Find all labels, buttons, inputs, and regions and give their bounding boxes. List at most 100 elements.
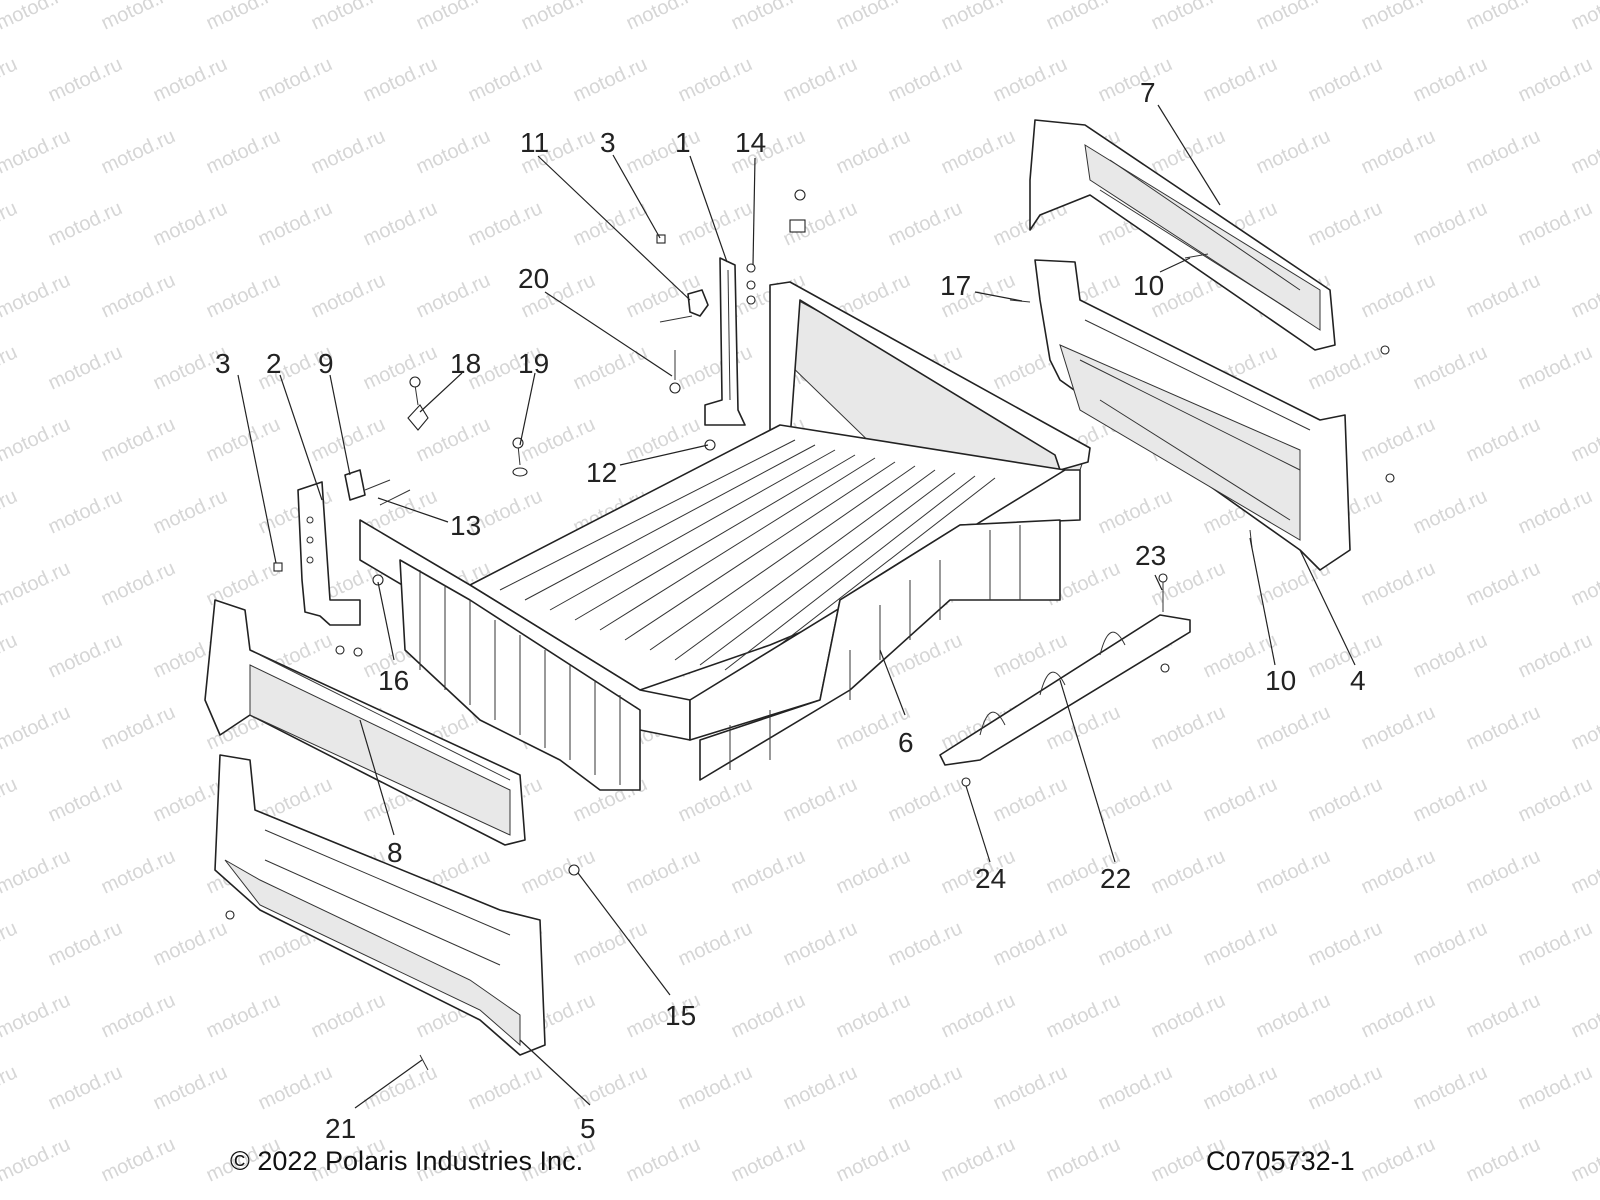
bracket-part-2 — [297, 481, 361, 626]
watermark-text: motod.ru — [413, 125, 494, 178]
watermark-text: motod.ru — [1358, 1133, 1439, 1186]
watermark-text: motod.ru — [150, 485, 231, 538]
watermark-text: motod.ru — [990, 1061, 1071, 1114]
watermark-text: motod.ru — [45, 485, 126, 538]
watermark-text: motod.ru — [570, 53, 651, 106]
watermark-text: motod.ru — [675, 341, 756, 394]
watermark-text: motod.ru — [98, 701, 179, 754]
watermark-text: motod.ru — [1515, 485, 1596, 538]
watermark-text: motod.ru — [150, 53, 231, 106]
callout-7: 7 — [1140, 77, 1156, 108]
watermark-text: motod.ru — [0, 989, 74, 1042]
watermark-text: motod.ru — [1410, 53, 1491, 106]
callout-17: 17 — [940, 270, 971, 301]
watermark-text: motod.ru — [1253, 845, 1334, 898]
watermark-text: motod.ru — [885, 1061, 966, 1114]
watermark-text: motod.ru — [255, 1061, 336, 1114]
watermark-text: motod.ru — [0, 845, 74, 898]
watermark-text: motod.ru — [98, 557, 179, 610]
watermark-text: motod.ru — [1358, 125, 1439, 178]
watermark-text: motod.ru — [1568, 845, 1600, 898]
watermark-text: motod.ru — [1568, 269, 1600, 322]
watermark-text: motod.ru — [360, 341, 441, 394]
watermark-text: motod.ru — [623, 845, 704, 898]
watermark-text: motod.ru — [0, 917, 21, 970]
callout-2: 2 — [266, 348, 282, 379]
watermark-text: motod.ru — [203, 0, 284, 35]
watermark-text: motod.ru — [45, 773, 126, 826]
watermark-text: motod.ru — [1463, 701, 1544, 754]
watermark-text: motod.ru — [623, 0, 704, 35]
watermark-text: motod.ru — [780, 1061, 861, 1114]
copyright-notice: © 2022 Polaris Industries Inc. — [230, 1146, 584, 1176]
watermark-text: motod.ru — [990, 53, 1071, 106]
watermark-text: motod.ru — [1463, 413, 1544, 466]
rail-part-22 — [939, 614, 1191, 766]
watermark-text: motod.ru — [675, 197, 756, 250]
watermark-text: motod.ru — [623, 1133, 704, 1186]
watermark-text: motod.ru — [0, 197, 21, 250]
watermark-text: motod.ru — [98, 845, 179, 898]
watermark-text: motod.ru — [728, 989, 809, 1042]
callout-23: 23 — [1135, 540, 1166, 571]
watermark-text: motod.ru — [150, 917, 231, 970]
watermark-text: motod.ru — [1043, 1133, 1124, 1186]
panel-part-8 — [204, 599, 526, 846]
watermark-text: motod.ru — [570, 917, 651, 970]
watermark-text: motod.ru — [45, 341, 126, 394]
watermark-text: motod.ru — [780, 773, 861, 826]
watermark-text: motod.ru — [1148, 0, 1229, 35]
watermark-text: motod.ru — [308, 125, 389, 178]
watermark-text: motod.ru — [465, 197, 546, 250]
watermark-text: motod.ru — [1200, 53, 1281, 106]
watermark-text: motod.ru — [1515, 53, 1596, 106]
watermark-text: motod.ru — [1358, 413, 1439, 466]
watermark-text: motod.ru — [0, 557, 74, 610]
watermark-text: motod.ru — [833, 989, 914, 1042]
watermark-text: motod.ru — [1410, 485, 1491, 538]
callout-15: 15 — [665, 1000, 696, 1031]
figure-code: C0705732-1 — [1206, 1146, 1355, 1176]
watermark-text: motod.ru — [1305, 917, 1386, 970]
watermark-text: motod.ru — [255, 53, 336, 106]
watermark-text: motod.ru — [1043, 0, 1124, 35]
watermark-text: motod.ru — [780, 53, 861, 106]
callout-5: 5 — [580, 1113, 596, 1144]
watermark-text: motod.ru — [1568, 413, 1600, 466]
watermark-text: motod.ru — [675, 53, 756, 106]
watermark-text: motod.ru — [1358, 701, 1439, 754]
watermark-text: motod.ru — [0, 269, 74, 322]
callout-14: 14 — [735, 127, 766, 158]
watermark-text: motod.ru — [98, 0, 179, 35]
watermark-text: motod.ru — [1568, 0, 1600, 35]
watermark-text: motod.ru — [150, 197, 231, 250]
callout-13: 13 — [450, 510, 481, 541]
watermark-text: motod.ru — [0, 341, 21, 394]
watermark-text: motod.ru — [1095, 917, 1176, 970]
watermark-text: motod.ru — [518, 0, 599, 35]
watermark-text: motod.ru — [203, 413, 284, 466]
watermark-text: motod.ru — [885, 53, 966, 106]
watermark-text: motod.ru — [1358, 557, 1439, 610]
watermark-text: motod.ru — [465, 1061, 546, 1114]
watermark-text: motod.ru — [938, 0, 1019, 35]
callout-10: 10 — [1265, 665, 1296, 696]
watermark-text: motod.ru — [1410, 773, 1491, 826]
watermark-text: motod.ru — [98, 269, 179, 322]
callout-20: 20 — [518, 263, 549, 294]
watermark-text: motod.ru — [0, 629, 21, 682]
watermark-text: motod.ru — [885, 917, 966, 970]
watermark-text: motod.ru — [1568, 125, 1600, 178]
watermark-text: motod.ru — [1515, 1061, 1596, 1114]
bracket-part-11 — [687, 289, 709, 317]
watermark-text: motod.ru — [1463, 0, 1544, 35]
callout-6: 6 — [898, 727, 914, 758]
watermark-text: motod.ru — [990, 773, 1071, 826]
watermark-text: motod.ru — [570, 341, 651, 394]
callout-8: 8 — [387, 837, 403, 868]
watermark-text: motod.ru — [45, 53, 126, 106]
watermark-text: motod.ru — [1253, 701, 1334, 754]
watermark-text: motod.ru — [728, 0, 809, 35]
watermark-text: motod.ru — [0, 485, 21, 538]
